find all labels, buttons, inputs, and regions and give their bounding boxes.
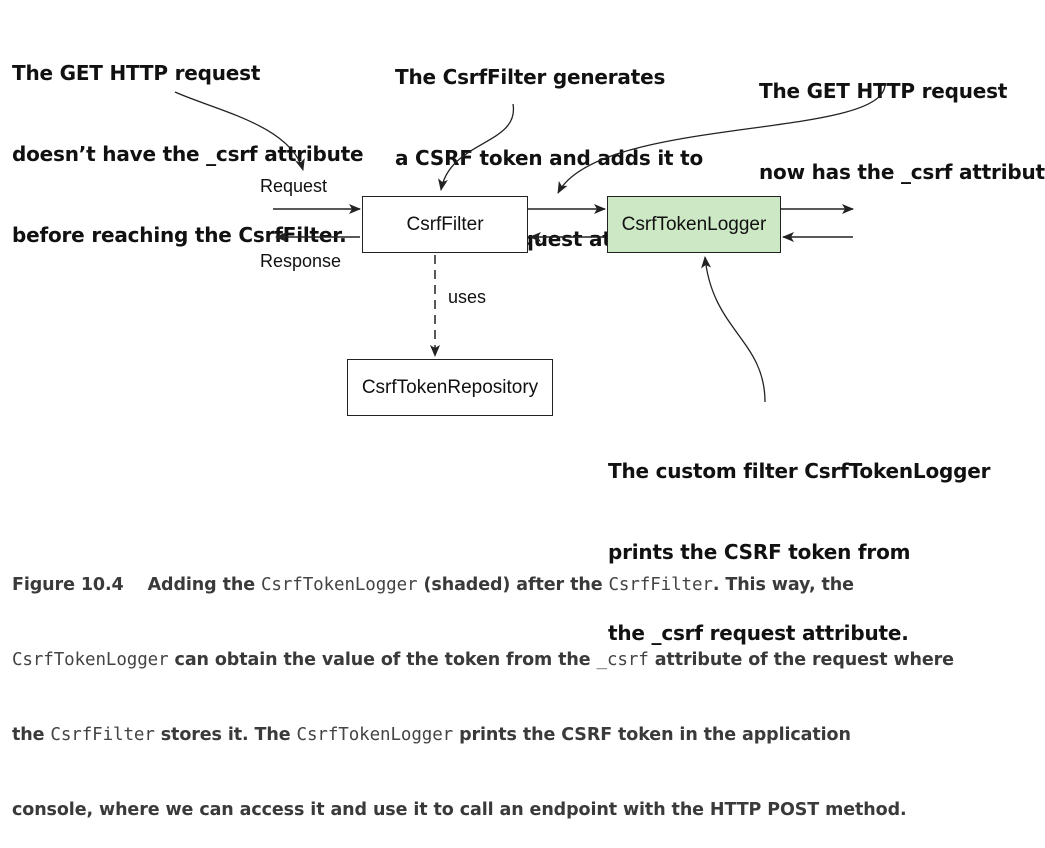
caption-code: _csrf	[596, 650, 649, 670]
annotation-line: prints the CSRF token from	[608, 540, 911, 564]
annotation-get-request-without-csrf: The GET HTTP request doesn’t have the _c…	[12, 6, 364, 276]
caption-line: CsrfTokenLogger can obtain the value of …	[12, 648, 1037, 673]
caption-text: . This way, the	[712, 575, 854, 595]
annotation-line: The GET HTTP request	[12, 61, 261, 85]
annotation-line: The custom filter CsrfTokenLogger	[608, 459, 991, 483]
callout-right-curve	[557, 83, 886, 194]
caption-code: CsrfTokenLogger	[296, 725, 454, 745]
caption-code: CsrfTokenLogger	[12, 650, 169, 670]
annotation-line: now has the _csrf attribute.	[759, 160, 1045, 184]
annotation-line: The CsrfFilter generates	[395, 65, 666, 89]
caption-text: console, where we can access it and use …	[12, 800, 907, 820]
caption-line: the CsrfFilter stores it. The CsrfTokenL…	[12, 723, 1037, 748]
callout-middle-curve	[438, 103, 514, 191]
caption-text: (shaded) after the	[417, 575, 609, 595]
figure-number: Figure 10.4	[12, 575, 124, 595]
caption-text: Adding the	[147, 575, 261, 595]
caption-line: console, where we can access it and use …	[12, 798, 1037, 823]
caption-line: Figure 10.4 Adding the CsrfTokenLogger (…	[12, 573, 1037, 598]
caption-code: CsrfFilter	[608, 575, 713, 595]
caption-text: attribute of the request where	[648, 650, 954, 670]
annotation-line: before reaching the CsrfFilter.	[12, 223, 347, 247]
caption-text: prints the CSRF token in the application	[453, 725, 851, 745]
caption-text: the	[12, 725, 51, 745]
callout-left-curve	[174, 91, 305, 171]
csrf-filter-node: CsrfFilter	[362, 196, 528, 253]
request-label: Request	[260, 176, 328, 196]
figure-caption: Figure 10.4 Adding the CsrfTokenLogger (…	[12, 523, 1037, 848]
annotation-line: a CSRF token and adds it to	[395, 146, 704, 170]
node-label: CsrfTokenLogger	[621, 213, 767, 235]
annotation-get-request-with-csrf: The GET HTTP request now has the _csrf a…	[759, 24, 1045, 213]
diagram-connectors	[174, 83, 886, 403]
node-label: CsrfTokenRepository	[361, 376, 539, 398]
csrf-token-repository-node: CsrfTokenRepository	[347, 359, 553, 416]
caption-code: CsrfFilter	[50, 725, 155, 745]
caption-code: CsrfTokenLogger	[260, 575, 418, 595]
annotation-line: The GET HTTP request	[759, 79, 1008, 103]
caption-text: stores it. The	[154, 725, 297, 745]
csrf-token-logger-node: CsrfTokenLogger	[607, 196, 781, 253]
annotation-line: doesn’t have the _csrf attribute	[12, 142, 364, 166]
response-label: Response	[260, 251, 342, 271]
callout-bottom-curve	[701, 256, 766, 403]
uses-label: uses	[448, 287, 487, 307]
caption-text: can obtain the value of the token from t…	[168, 650, 597, 670]
node-label: CsrfFilter	[406, 213, 484, 235]
